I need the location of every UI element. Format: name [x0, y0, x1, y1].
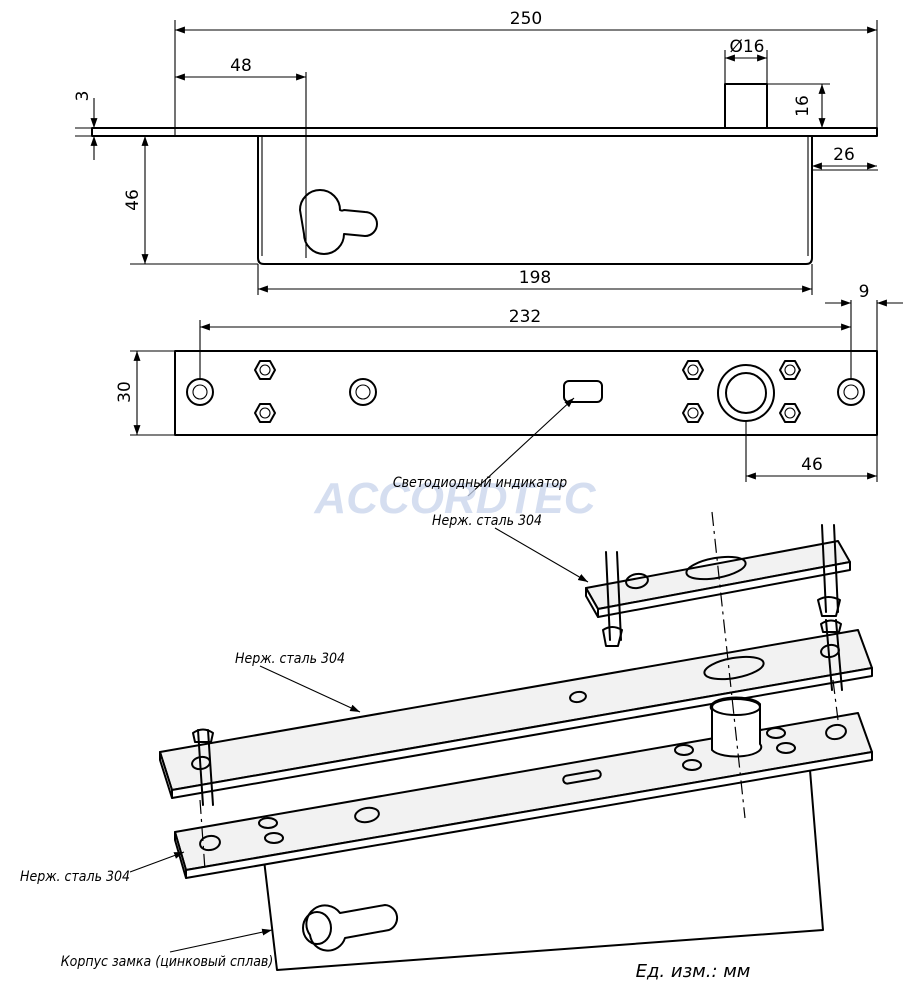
- callout-steel-plate-upper: Нерж. сталь 304: [235, 651, 345, 667]
- lock-body-side: [257, 135, 813, 265]
- dim-bolt-offset: 46: [801, 455, 823, 475]
- keyhole-icon: [305, 904, 399, 952]
- strike-plate: [585, 524, 851, 647]
- callout-lock-body: Корпус замка (цинковый сплав): [61, 954, 274, 970]
- dim-keyhole-offset: 48: [230, 56, 252, 76]
- upper-plate: [159, 619, 873, 806]
- dim-bolt-diameter: Ø16: [729, 37, 764, 57]
- dim-body-height: 46: [123, 189, 143, 211]
- callout-steel-strike: Нерж. сталь 304: [432, 513, 542, 529]
- hex-nut-icon: [779, 360, 801, 380]
- top-view: 250 48 Ø16 16 3 46 26 198: [73, 9, 878, 295]
- bolt-hole: [717, 364, 775, 422]
- hex-nut-icon: [682, 403, 704, 423]
- hex-nut-icon: [254, 360, 276, 380]
- front-view: 232 9 30 46: [115, 282, 903, 497]
- screw-hole-right: [837, 378, 865, 406]
- dim-end-offset: 26: [833, 145, 855, 165]
- front-plate: [174, 350, 878, 436]
- led-indicator: [563, 380, 603, 403]
- units-note: Ед. изм.: мм: [636, 961, 751, 982]
- hex-nut-icon: [682, 360, 704, 380]
- dim-hole-spacing: 232: [509, 307, 541, 327]
- top-plate: [91, 127, 878, 137]
- dim-body-length: 198: [519, 268, 551, 288]
- lower-plate: [174, 696, 873, 879]
- screw-hole-left: [186, 378, 214, 406]
- dim-bolt-projection: 16: [793, 95, 813, 117]
- hex-nut-icon: [779, 403, 801, 423]
- watermark-logo: ACCORDTEC: [313, 474, 596, 523]
- dim-overall-length: 250: [510, 9, 542, 29]
- keyhole-icon: [299, 189, 378, 255]
- bolt-pin: [724, 83, 768, 129]
- exploded-view: [129, 511, 873, 971]
- dim-end-margin: 9: [859, 282, 870, 302]
- callout-led-indicator: Светодиодный индикатор: [393, 475, 567, 491]
- dim-plate-thickness: 3: [73, 91, 93, 102]
- callout-steel-plate-lower: Нерж. сталь 304: [20, 869, 130, 885]
- hex-nut-icon: [254, 403, 276, 423]
- dim-plate-width: 30: [115, 381, 135, 403]
- screw-hole-mid: [349, 378, 377, 406]
